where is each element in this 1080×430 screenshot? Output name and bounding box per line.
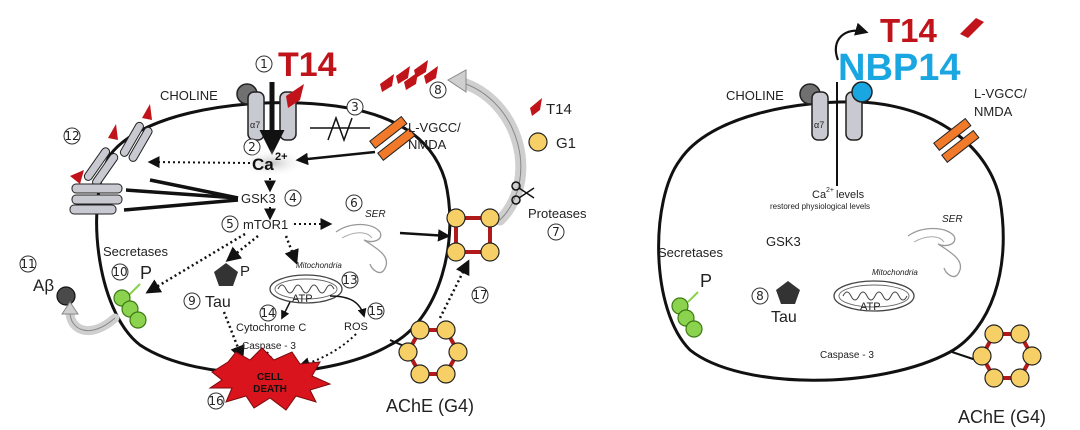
left-p-secretase: P [140,263,152,283]
num-11: 11 [20,257,35,271]
right-alpha7-label: α7 [814,120,824,130]
num-8: 8 [434,83,442,97]
left-mito-label: Mitochondria [296,261,342,270]
right-ca-levels: levels [836,189,865,201]
right-secretase-complex [671,297,703,338]
left-alpha7-label: α7 [250,120,260,130]
right-cell-membrane [657,100,1005,382]
right-t14-title: T14 [880,12,938,49]
right-mitochondria [833,280,915,312]
left-ser-organelle [335,223,388,274]
right-restored-label: restored physiological levels [770,202,870,211]
g1-monomer [528,132,548,152]
left-p-tau: P [240,263,250,280]
left-cell-membrane [95,101,452,375]
right-choline-label: CHOLINE [726,88,784,103]
left-mitochondria [269,274,343,304]
alpha7-receptor-left-half [247,91,265,141]
num-13: 13 [342,273,357,287]
num-12: 12 [64,129,79,143]
scissors-icon [511,181,535,205]
left-ca-superscript: 2+ [275,151,288,163]
t14-peptide-bound [286,84,304,108]
left-ache-label: AChE (G4) [386,396,474,416]
right-nbp14-title: NBP14 [838,47,961,89]
left-t14-title: T14 [278,46,337,84]
left-choline-label: CHOLINE [160,88,218,103]
left-abeta-label: Aβ [33,276,54,295]
num-5: 5 [226,217,234,231]
left-caspase-label: Caspase - 3 [242,341,296,352]
right-ca-label: Ca [812,189,827,201]
left-tau-pentagon [214,263,238,286]
num-9: 9 [188,294,196,308]
num-10: 10 [112,265,127,279]
alpha7-receptor-cluster [69,104,153,215]
num-14: 14 [260,306,275,320]
t14-peptide-cluster [380,60,438,92]
right-tau-pentagon [776,281,800,304]
right-p-secretase: P [700,271,712,291]
right-ser-organelle [907,227,962,278]
right-ca-superscript: 2+ [826,187,834,194]
right-cell-panel: T14 NBP14 CHOLINE α7 L-VGCC/ NMDA Ca 2+ … [657,12,1046,427]
right-t14-peptide [960,18,984,38]
cell-death-burst [208,347,332,411]
cell-death-text-1: CELL [257,372,283,383]
num-4: 4 [289,191,297,205]
left-vgcc-label: L-VGCC/ [408,120,461,135]
right-ache-tetramer [951,324,1042,388]
right-vgcc-label: L-VGCC/ [974,86,1027,101]
ache-tetramer-top [446,208,500,262]
right-gsk3-label: GSK3 [766,234,801,249]
left-ros-label: ROS [344,321,368,333]
nbp14-bound [851,81,873,103]
left-tau-label: Tau [205,294,231,311]
right-num-8: 8 [756,289,764,303]
ache-tetramer-bottom [389,320,468,384]
left-ser-label: SER [365,209,386,220]
cell-death-text-2: DEATH [253,384,287,395]
left-cell-panel: 1 T14 CHOLINE α7 2 Ca 2+ 3 L-VGCC/ NMDA [19,46,587,416]
left-t14-small: T14 [546,101,572,118]
right-caspase-label: Caspase - 3 [820,350,874,361]
left-g1-label: G1 [556,135,576,152]
left-nmda-label: NMDA [408,137,447,152]
right-nmda-label: NMDA [974,104,1013,119]
right-ache-label: AChE (G4) [958,407,1046,427]
num-2: 2 [248,140,256,154]
num-15: 15 [368,304,383,318]
secretase-complex [113,289,147,329]
num-16: 16 [208,394,223,408]
left-cytc-label: Cytochrome C [236,322,306,334]
num-17: 17 [472,288,487,302]
right-secretases-label: Secretases [658,245,724,260]
left-gsk3-label: GSK3 [241,191,276,206]
left-ca-label: Ca [252,155,274,174]
num-7: 7 [552,225,560,239]
left-proteases-label: Proteases [528,206,587,221]
right-ser-label: SER [942,214,963,225]
right-atp-label: ATP [860,301,881,313]
abeta-molecule [56,286,76,306]
left-atp-label: ATP [292,293,313,305]
num-6: 6 [350,196,358,210]
left-secretases-label: Secretases [103,244,169,259]
left-l-vgcc-channel [369,115,416,161]
right-tau-label: Tau [771,309,797,326]
num-3: 3 [351,100,359,114]
num-1: 1 [260,57,268,71]
right-l-vgcc-channel [933,117,980,163]
left-mtor1-label: mTOR1 [243,217,288,232]
right-alpha7-left-half [811,91,829,141]
right-mito-label: Mitochondria [872,268,918,277]
